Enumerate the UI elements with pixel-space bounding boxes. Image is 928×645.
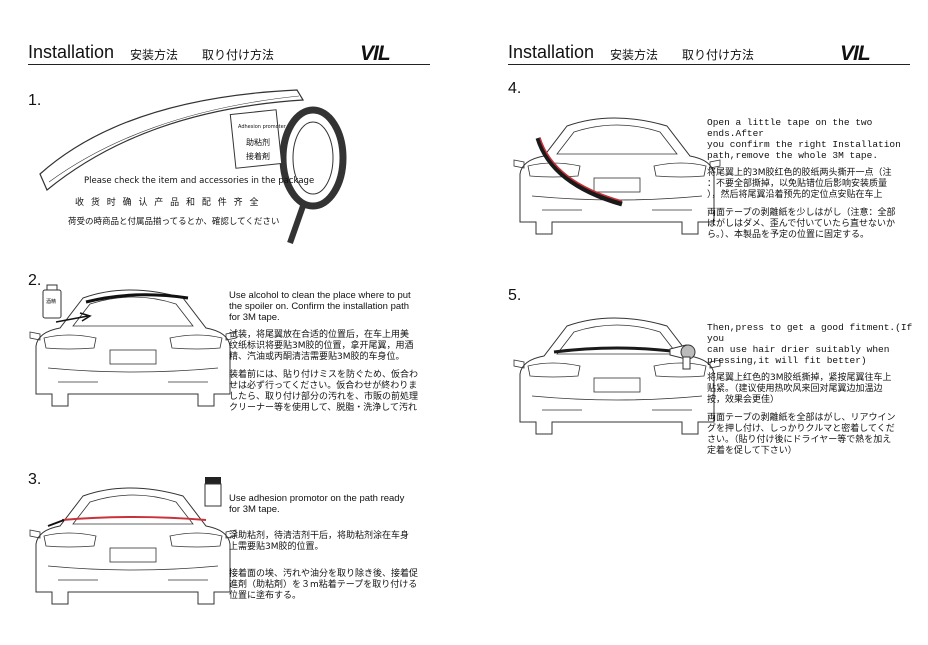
adhesion-packet (229, 109, 283, 169)
promoter-bottle-icon (204, 477, 222, 507)
step-1-caption-en: Please check the item and accessories in… (84, 176, 315, 186)
spoiler-part (39, 89, 305, 191)
step-2-number: 2. (28, 272, 42, 289)
left-brand-logo: VIL (360, 42, 391, 65)
step-4-en: Open a little tape on the two ends.After… (707, 117, 901, 161)
alcohol-bottle-icon (42, 284, 62, 319)
step-4-instructions: Open a little tape on the two ends.After… (707, 117, 917, 248)
adhesion-path-red (61, 516, 207, 521)
step-3-number: 3. (28, 471, 42, 488)
right-header-zh: 安装方法 (610, 48, 659, 62)
spoiler-with-tape (535, 137, 623, 207)
step-5-car-illustration (513, 317, 721, 435)
left-header: Installation 安装方法 取り付け方法 (28, 40, 430, 66)
step-1-illustration (39, 89, 347, 244)
packet-label-1: Adhesion promoter (238, 124, 286, 130)
step-2-en: Use alcohol to clean the place where to … (229, 290, 411, 323)
step-5-zh: 将尾翼上红色的3M胶纸撕掉，紧按尾翼往车上 贴紧。（建议使用热吹风来回对尾翼边加… (707, 373, 892, 405)
step-4-car-illustration (513, 117, 721, 235)
step-5-instructions: Then,press to get a good fitment.(If you… (707, 322, 917, 464)
right-header-rule (508, 64, 910, 65)
step-3-en: Use adhesion promotor on the path ready … (229, 493, 405, 515)
left-header-rule (28, 64, 430, 65)
spoiler-installed (553, 346, 681, 354)
step-1-caption-ja: 荷受の時商品と付属品揃ってるとか、確認してください (68, 217, 280, 227)
step-5-number: 5. (508, 287, 522, 304)
step-4-zh: 将尾翼上的3M胶红色的胶纸两头撕开一点（注 ：不要全部撕掉，以免贴错位后影响安装… (707, 168, 892, 200)
step-5-ja: 両面テープの剥離紙を全部はがし、リアウイン グを押し付け、しっかりクルマと密着し… (707, 413, 896, 456)
left-header-title: Installation (28, 42, 115, 62)
step-2-instructions: Use alcohol to clean the place where to … (229, 290, 449, 421)
right-header-title: Installation (508, 42, 595, 62)
step-3-ja: 接着面の埃、汚れや油分を取り除き後、接着促 進剤（助粘剤）を３m粘着テープを取り… (229, 569, 419, 601)
step-1-number: 1. (28, 92, 42, 109)
right-brand-logo: VIL (840, 42, 871, 65)
step-2-zh: 试装，将尾翼放在合适的位置后，在车上用美 纹纸标识将要贴3M胶的位置，拿开尾翼，… (229, 330, 414, 362)
step-3-zh: 涂助粘剂，待清洁剂干后，将助粘剂涂在车身 上需要贴3M胶的位置。 (229, 531, 410, 552)
step-3-car-illustration (29, 487, 237, 605)
step-2-ja: 装着前には、貼り付けミスを防ぐため、仮合わ せは必ず行ってください。仮合わせが終… (229, 370, 419, 413)
spoiler-marker (85, 293, 189, 304)
tape-roll (279, 106, 347, 210)
packet-label-2: 助粘剂 (246, 138, 270, 147)
step-4-ja: 両面テープの剥離紙を少しはがし（注意：全部 はがしはダメ、歪んで付いていたら直せ… (707, 208, 896, 240)
step-4-number: 4. (508, 80, 522, 97)
right-header: Installation 安装方法 取り付け方法 (508, 40, 910, 66)
step-1-caption-zh: 收 货 时 确 认 产 品 和 配 件 齐 全 (75, 198, 261, 208)
left-header-zh: 安装方法 (130, 48, 179, 62)
step-5-en: Then,press to get a good fitment.(If you… (707, 322, 913, 366)
packet-label-3: 接着剤 (246, 152, 270, 161)
left-header-ja: 取り付け方法 (202, 48, 275, 62)
right-header-ja: 取り付け方法 (682, 48, 755, 62)
alcohol-bottle-label: 酒精 (46, 299, 57, 305)
hair-dryer-icon (669, 344, 696, 370)
step-3-instructions: Use adhesion promotor on the path ready … (229, 493, 449, 609)
step-2-car-illustration (29, 289, 237, 407)
